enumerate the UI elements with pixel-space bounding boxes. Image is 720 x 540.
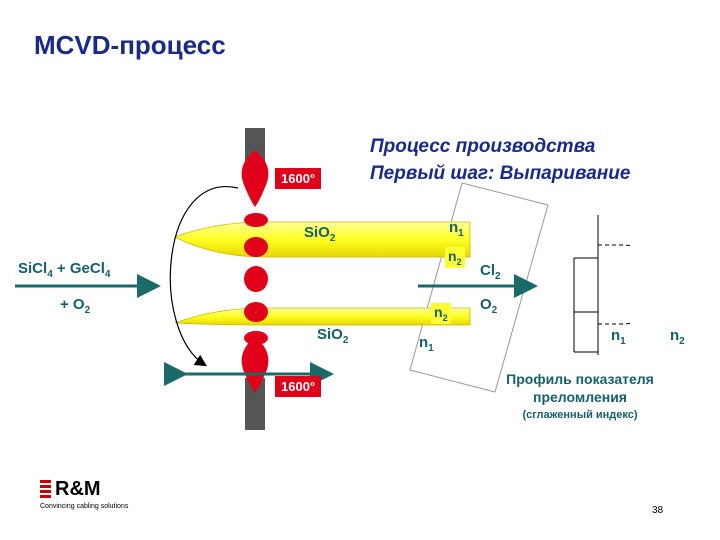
sio2-lower-sub: 2 — [342, 335, 349, 346]
profile-caption-line-2: преломления — [533, 389, 627, 405]
burner-ring-2 — [244, 237, 268, 257]
flame-top — [241, 150, 269, 207]
n1-upper: n1 — [449, 219, 464, 239]
company-logo: R&M — [55, 478, 101, 500]
tube-lower-wall — [174, 307, 471, 326]
label-sio2-lower: SiO2 — [317, 326, 348, 346]
burner-ring-5 — [244, 331, 268, 345]
rm-logo-mark — [40, 480, 51, 498]
profile-caption-small: (сглаженный индекс) — [522, 409, 638, 421]
cl-text: Cl — [480, 262, 495, 279]
profile-n2-letter: n — [670, 327, 680, 344]
o-sub: 2 — [491, 305, 498, 316]
output-chlorine: Cl2 — [480, 262, 501, 282]
plus-text: + — [52, 260, 70, 277]
n1-upper-sub: 1 — [458, 228, 464, 239]
n1-lower-letter: n — [419, 334, 429, 351]
rotation-arrow — [169, 185, 239, 367]
profile-caption-line-1: Профиль показателя — [506, 371, 654, 387]
profile-n2: n2 — [670, 327, 685, 347]
profile-n2-sub: 2 — [679, 336, 685, 347]
sicl-sub: 4 — [47, 269, 53, 280]
subtitle-line-1: Процесс производства — [370, 136, 596, 157]
o-text: O — [480, 296, 492, 313]
profile-n1-letter: n — [611, 327, 621, 344]
sio2-lower-text: SiO — [317, 326, 343, 343]
burner-ring-1 — [244, 213, 268, 227]
label-sio2-upper: SiO2 — [304, 224, 335, 244]
profile-caption: Профиль показателя преломления (сглаженн… — [455, 370, 705, 424]
burner-ring-3 — [244, 266, 268, 292]
n2-upper-box: n2 — [445, 247, 465, 268]
page-title: MCVD-процесс — [34, 30, 226, 60]
company-tagline: Convincing cabling solutions — [40, 503, 129, 510]
burner-ring-4 — [244, 302, 268, 322]
n2-lower-sub: 2 — [442, 312, 448, 323]
process-subtitle: Процесс производства Первый шаг: Выпарив… — [370, 133, 630, 187]
profile-n1-sub: 1 — [620, 336, 626, 347]
n2-upper-sub: 2 — [456, 256, 462, 267]
sio2-upper-text: SiO — [304, 224, 330, 241]
temp-badge-bottom: 1600° — [275, 376, 322, 397]
temp-badge-top: 1600° — [275, 168, 322, 189]
sicl-text: SiCl — [18, 260, 48, 277]
gecl-text: GeCl — [69, 260, 105, 277]
o2-input-sub: 2 — [84, 305, 91, 316]
n2-upper-letter: n — [448, 248, 457, 264]
o2-input-text: + O — [60, 296, 85, 313]
profile-n1: n1 — [611, 327, 626, 347]
n2-lower-letter: n — [434, 304, 443, 320]
subtitle-line-2: Первый шаг: Выпаривание — [370, 163, 631, 184]
n1-lower: n1 — [419, 334, 434, 354]
output-oxygen: O2 — [480, 296, 497, 316]
holder-bottom — [245, 378, 265, 430]
gecl-sub: 4 — [104, 269, 111, 280]
input-chlorides: SiCl4 + GeCl4 — [18, 260, 110, 280]
index-profile — [573, 215, 633, 355]
n2-lower-box: n2 — [431, 303, 451, 324]
input-oxygen: + O2 — [60, 296, 90, 316]
cl-sub: 2 — [495, 271, 501, 282]
page-number: 38 — [652, 505, 664, 516]
sio2-upper-sub: 2 — [329, 233, 336, 244]
n1-upper-letter: n — [449, 219, 459, 236]
n1-lower-sub: 1 — [428, 343, 434, 354]
